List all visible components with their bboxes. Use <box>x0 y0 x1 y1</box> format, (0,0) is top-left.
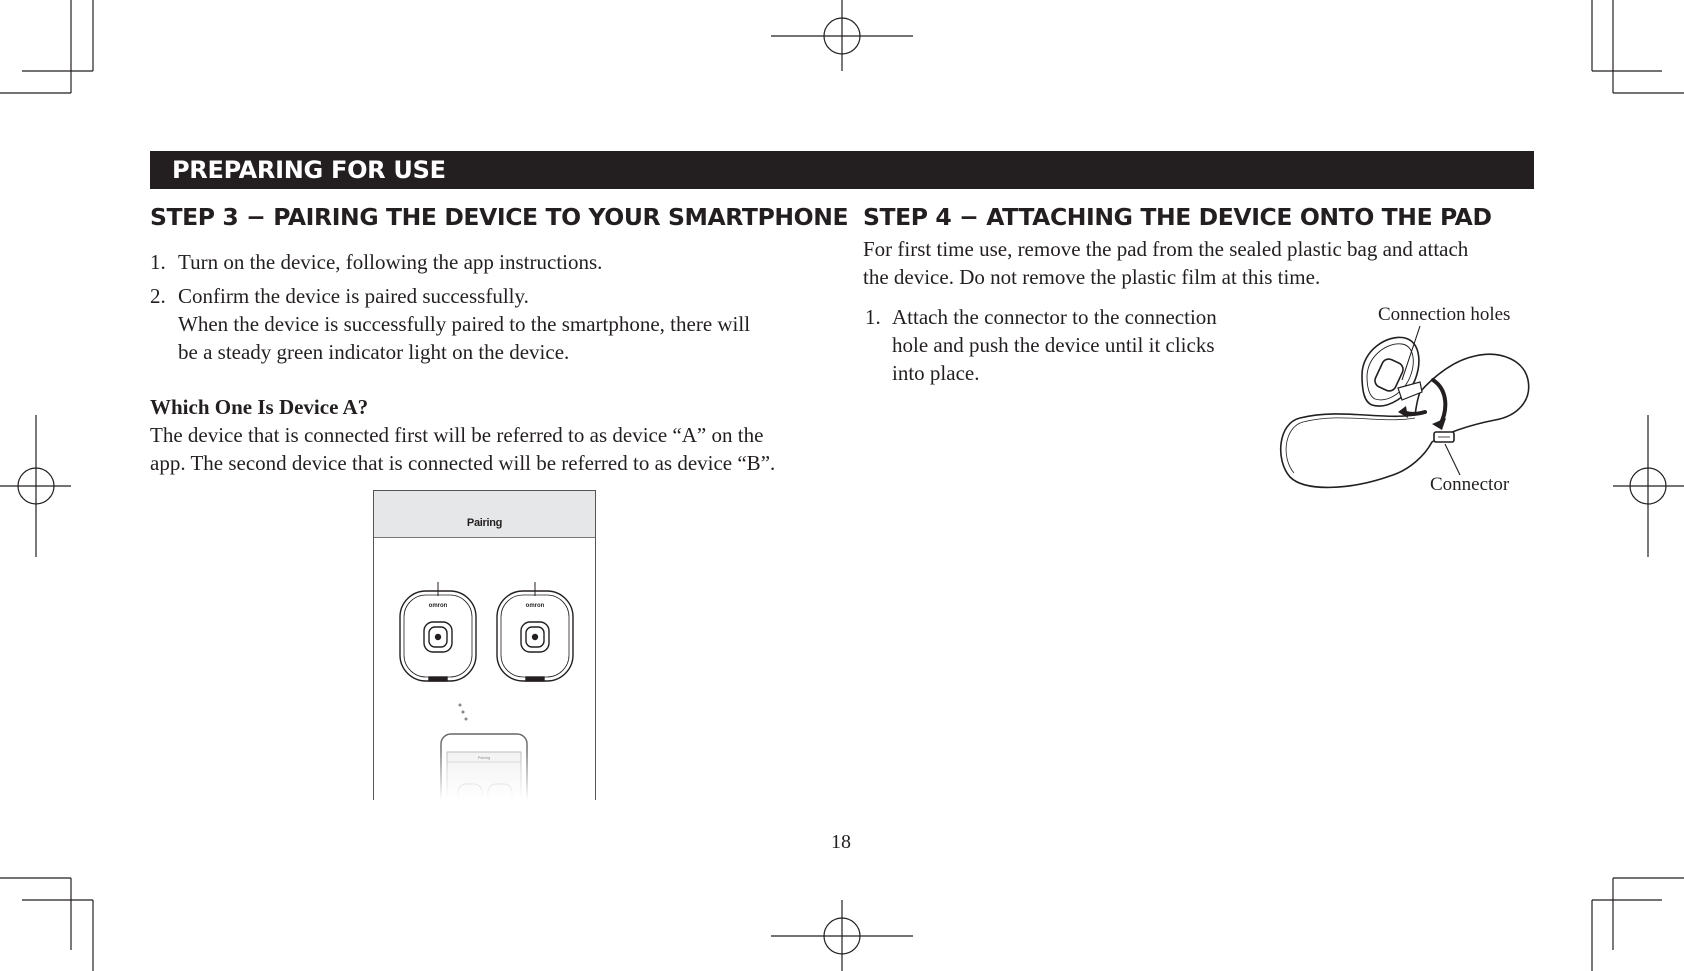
item2-number: 2. <box>150 284 166 308</box>
device-a-para-line2: app. The second device that is connected… <box>150 451 776 475</box>
connection-holes-label: Connection holes <box>1378 304 1511 325</box>
step4-item-line2: hole and push the device until it clicks <box>892 333 1215 357</box>
device-a-subheading: Which One Is Device A? <box>150 395 369 419</box>
pairing-screen-title: Pairing <box>374 491 595 538</box>
item1-number: 1. <box>150 250 166 274</box>
item2-line1: Confirm the device is paired successfull… <box>178 284 529 308</box>
app-pairing-screenshot: Pairing omron omron <box>373 490 596 800</box>
item1-text: Turn on the device, following the app in… <box>178 250 603 274</box>
screenshot-fade <box>374 750 595 800</box>
connector-label: Connector <box>1430 474 1510 495</box>
section-banner: PREPARING FOR USE <box>150 151 1534 189</box>
step4-intro-line2: the device. Do not remove the plastic fi… <box>863 265 1321 289</box>
step4-item-number: 1. <box>865 305 881 329</box>
item2-line2: When the device is successfully paired t… <box>178 312 751 336</box>
device-b-logo: omron <box>526 603 545 609</box>
step4-intro-line1: For first time use, remove the pad from … <box>863 237 1469 261</box>
step4-heading: STEP 4 − ATTACHING THE DEVICE ONTO THE P… <box>863 203 1492 231</box>
step3-heading: STEP 3 − PAIRING THE DEVICE TO YOUR SMAR… <box>150 203 849 231</box>
item2-line3: be a steady green indicator light on the… <box>178 340 570 364</box>
page-number: 18 <box>831 831 851 853</box>
device-a-logo: omron <box>429 603 448 609</box>
step4-item-line3: into place. <box>892 361 980 385</box>
step4-item-line1: Attach the connector to the connection <box>892 305 1217 329</box>
device-a-para-line1: The device that is connected first will … <box>150 423 764 447</box>
pad-attachment-figure <box>1279 325 1530 489</box>
